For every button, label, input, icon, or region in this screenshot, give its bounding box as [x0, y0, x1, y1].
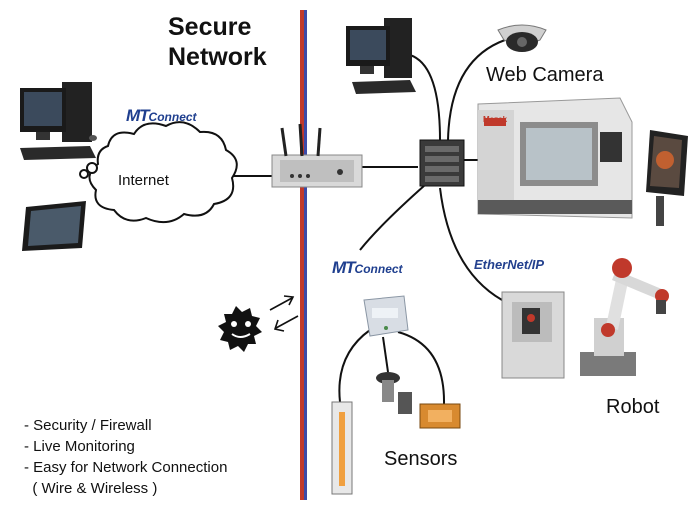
workstation-computer-icon [346, 18, 416, 94]
intruder-icon [218, 306, 262, 352]
link-hub-sensor1 [338, 329, 371, 403]
connection-lines [232, 39, 506, 405]
internet-label: Internet [118, 172, 169, 189]
cnc-machine-icon [477, 97, 633, 219]
probe-sensor-icon [376, 372, 412, 414]
firewall-divider [300, 10, 307, 500]
mtconnect-logo-left: MTConnect [126, 106, 197, 126]
mtconnect-connect: Connect [354, 262, 403, 276]
web-camera-label: Web Camera [486, 64, 604, 86]
robot-label: Robot [606, 396, 660, 418]
wireless-arrows [269, 295, 299, 332]
link-switch-robot [439, 187, 503, 301]
robot-arm-icon [580, 258, 669, 376]
internet-cloud-icon [79, 121, 238, 224]
web-camera-icon [497, 24, 547, 52]
mtconnect-connect: Connect [148, 110, 197, 124]
link-pc-switch [409, 54, 441, 141]
linear-sensor-icon [331, 401, 353, 495]
mtconnect-logo-center: MTConnect [332, 258, 403, 278]
feature-item: - Easy for Network Connection [24, 459, 228, 476]
router-icon [271, 123, 363, 188]
link-switch-mtconnect [359, 184, 426, 251]
ethernet-switch-icon [419, 139, 465, 187]
title-line-1: Secure [168, 13, 252, 41]
link-camera-switch [447, 39, 506, 141]
feature-item: ( Wire & Wireless ) [24, 480, 158, 497]
title-line-2: Network [168, 43, 267, 71]
sensors-label: Sensors [384, 448, 458, 470]
feature-item: - Live Monitoring [24, 438, 135, 455]
mtconnect-mt: MT [332, 258, 356, 277]
link-hub-sensor3 [397, 331, 446, 405]
control-pendant-icon [646, 130, 688, 226]
feature-item: - Security / Firewall [24, 417, 152, 434]
mtconnect-mt: MT [126, 106, 150, 125]
link-hub-sensor2 [382, 336, 389, 373]
tablet-icon [22, 201, 86, 251]
ethernet-ip-logo: EtherNet/IP [474, 257, 545, 272]
feature-list: - Security / Firewall - Live Monitoring … [24, 415, 227, 499]
machine-brand: Mazak [483, 115, 508, 124]
robot-controller-icon [501, 291, 565, 379]
inductive-sensor-icon [419, 403, 461, 429]
diagram-title: Secure Network [168, 12, 267, 72]
io-hub-icon [363, 295, 409, 337]
desktop-computer-icon [20, 82, 97, 160]
